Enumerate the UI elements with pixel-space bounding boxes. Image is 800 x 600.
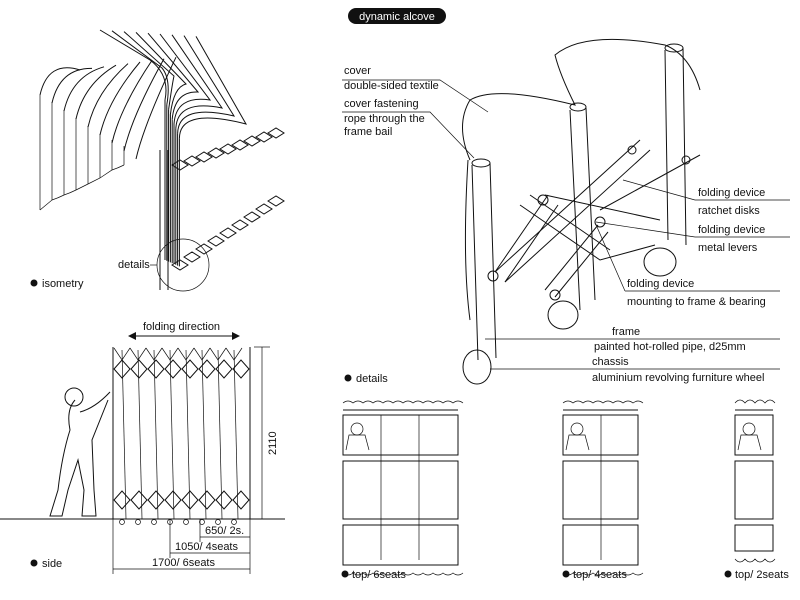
callout-frame-head: frame <box>612 326 640 338</box>
wheel-icon <box>462 349 492 385</box>
svg-text:details: details <box>356 373 388 385</box>
callout-ratchet-head: folding device <box>698 187 765 199</box>
wheel-icon <box>547 300 579 330</box>
height-dimension: 2110 <box>267 431 279 455</box>
callout-cover-head: cover <box>344 65 371 77</box>
wheel-icon <box>643 247 677 277</box>
side-label: side <box>30 558 62 570</box>
bullet-icon <box>30 279 38 287</box>
human-head <box>64 387 84 407</box>
detail-highlight-circle <box>156 238 210 292</box>
callout-levers-head: folding device <box>698 224 765 236</box>
callout-mounting-sub: mounting to frame & bearing <box>627 296 766 308</box>
svg-text:top/ 2seats: top/ 2seats <box>735 569 789 581</box>
dim-6seats: 1700/ 6seats <box>152 557 215 569</box>
details-label-small: details <box>118 259 150 271</box>
bullet-icon <box>344 374 352 382</box>
plan-2seats <box>734 399 776 563</box>
plan-4seats <box>562 400 644 576</box>
details-main-label: details <box>344 373 388 385</box>
plan-label-2: top/ 2seats <box>724 569 789 581</box>
plan-6seats <box>342 400 464 576</box>
callout-fastening-head: cover fastening <box>344 98 419 110</box>
svg-text:side: side <box>42 558 62 570</box>
person-icon <box>570 422 584 436</box>
dim-4seats: 1050/ 4seats <box>175 541 238 553</box>
title-text: dynamic alcove <box>359 11 435 23</box>
bullet-icon <box>341 570 349 578</box>
callout-mounting-head: folding device <box>627 278 694 290</box>
bullet-icon <box>30 559 38 567</box>
plan-label-6: top/ 6seats <box>341 569 406 581</box>
folding-direction-label: folding direction <box>143 321 220 333</box>
callout-ratchet-sub: ratchet disks <box>698 205 760 217</box>
svg-text:isometry: isometry <box>42 278 84 290</box>
top-plans <box>342 399 776 576</box>
details-drawing <box>342 38 790 385</box>
callout-chassis-sub: aluminium revolving furniture wheel <box>592 372 764 384</box>
svg-text:top/ 6seats: top/ 6seats <box>352 569 406 581</box>
plan-label-4: top/ 4seats <box>562 569 627 581</box>
person-icon <box>742 422 756 436</box>
isometry-label: isometry <box>30 278 84 290</box>
person-icon <box>350 422 364 436</box>
dim-2seats: 650/ 2s. <box>205 525 244 537</box>
side-view-drawing <box>0 332 285 574</box>
bullet-icon <box>724 570 732 578</box>
callout-fastening-sub: rope through the <box>344 113 425 125</box>
isometry-drawing <box>39 29 285 292</box>
callout-frame-sub: painted hot-rolled pipe, d25mm <box>594 341 746 353</box>
svg-text:top/ 4seats: top/ 4seats <box>573 569 627 581</box>
title-badge: dynamic alcove <box>348 8 446 24</box>
callout-fastening-sub2: frame bail <box>344 126 392 138</box>
callout-levers-sub: metal levers <box>698 242 758 254</box>
callout-cover-sub: double-sided textile <box>344 80 439 92</box>
callout-chassis-head: chassis <box>592 356 629 368</box>
bullet-icon <box>562 570 570 578</box>
